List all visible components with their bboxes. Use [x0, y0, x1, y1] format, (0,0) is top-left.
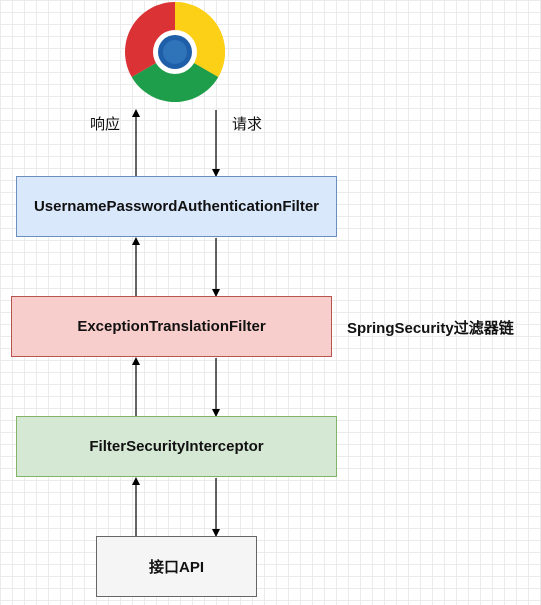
chrome-icon — [125, 2, 225, 102]
api-label: 接口API — [148, 559, 204, 576]
auth-filter-label: UsernamePasswordAuthenticationFilter — [33, 198, 320, 215]
filter-security-interceptor-box[interactable]: FilterSecurityInterceptor — [16, 416, 337, 477]
exception-translation-filter-box[interactable]: ExceptionTranslationFilter — [11, 296, 332, 357]
response-label: 响应 — [90, 116, 121, 133]
api-box[interactable]: 接口API — [96, 536, 257, 597]
username-password-auth-filter-box[interactable]: UsernamePasswordAuthenticationFilter — [16, 176, 337, 237]
filter-chain-label: SpringSecurity过滤器链 — [347, 320, 514, 337]
exception-filter-label: ExceptionTranslationFilter — [77, 318, 266, 335]
interceptor-label: FilterSecurityInterceptor — [89, 438, 264, 455]
request-label: 请求 — [232, 116, 263, 133]
arrows — [132, 109, 220, 537]
